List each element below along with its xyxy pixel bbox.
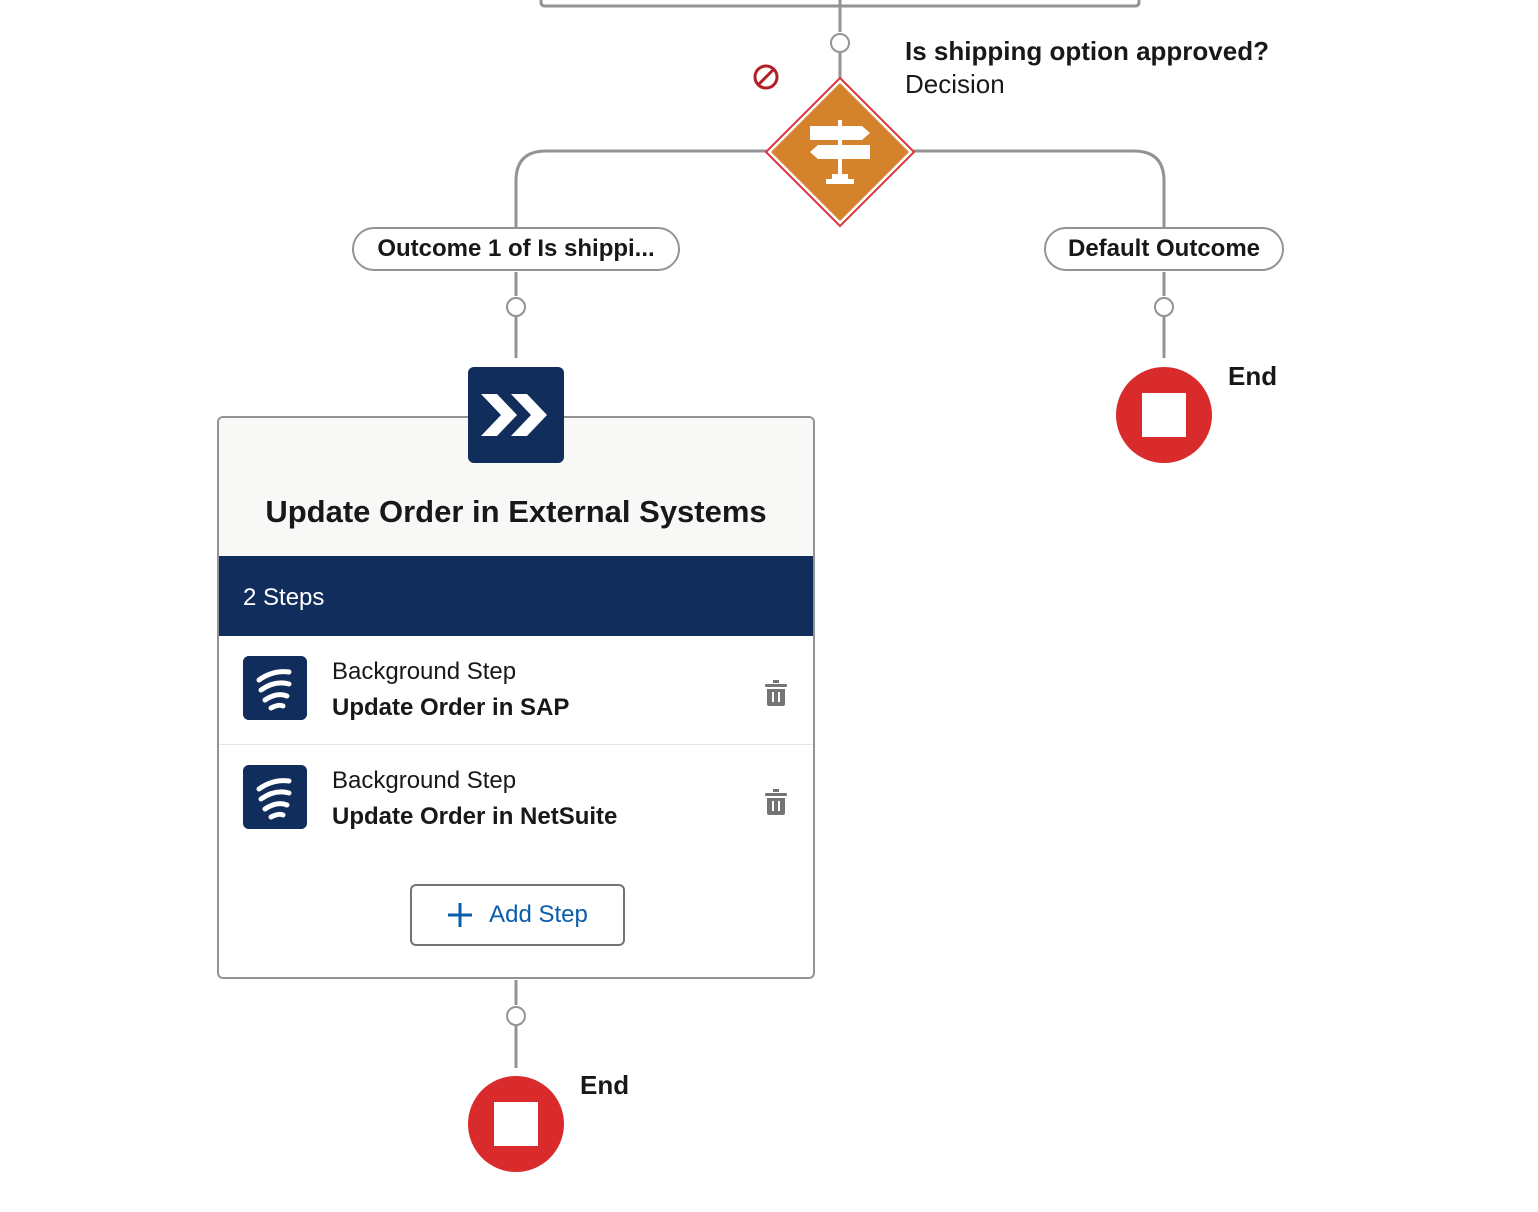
step-divider xyxy=(219,744,813,745)
prohibited-icon xyxy=(753,64,779,90)
step-type: Background Step xyxy=(332,658,517,685)
default-outcome-label: Default Outcome xyxy=(1067,235,1261,262)
step-name: Update Order in NetSuite xyxy=(332,803,618,830)
decision-node[interactable] xyxy=(764,76,916,228)
add-step-label: Add Step xyxy=(489,901,588,928)
insert-point-after-stage[interactable] xyxy=(505,1005,527,1027)
step-row[interactable]: Background Step Update Order in NetSuite xyxy=(219,745,813,853)
end-node-default[interactable] xyxy=(1116,367,1212,463)
stage-icon[interactable] xyxy=(468,367,564,463)
plus-icon xyxy=(448,903,473,927)
signpost-icon xyxy=(810,120,870,184)
end-label-default: End xyxy=(1228,361,1278,391)
trash-icon[interactable] xyxy=(765,680,787,706)
step-type: Background Step xyxy=(332,767,517,794)
add-step-button[interactable]: Add Step xyxy=(410,884,625,946)
steps-bar: 2 Steps xyxy=(219,556,813,636)
stage-card[interactable]: Update Order in External Systems 2 Steps… xyxy=(217,416,815,979)
decision-type-label: Decision xyxy=(905,69,1005,99)
decision-title: Is shipping option approved? xyxy=(905,36,1269,66)
insert-point-default-outcome[interactable] xyxy=(1153,296,1175,318)
step-row[interactable]: Background Step Update Order in SAP xyxy=(219,636,813,744)
insert-point-outcome-1[interactable] xyxy=(505,296,527,318)
stop-icon xyxy=(1142,393,1186,437)
end-node-outcome-1[interactable] xyxy=(468,1076,564,1172)
stop-icon xyxy=(494,1102,538,1146)
steps-count: 2 Steps xyxy=(243,584,325,611)
flow-icon xyxy=(243,656,307,720)
outcome-1-pill[interactable]: Outcome 1 of Is shippi... xyxy=(352,227,680,271)
step-name: Update Order in SAP xyxy=(332,694,570,721)
insert-point-top[interactable] xyxy=(829,32,851,54)
chevrons-right-icon xyxy=(481,394,547,436)
default-outcome-pill[interactable]: Default Outcome xyxy=(1044,227,1284,271)
trash-icon[interactable] xyxy=(765,789,787,815)
flow-icon xyxy=(243,765,307,829)
end-label-outcome-1: End xyxy=(580,1070,630,1100)
outcome-1-label: Outcome 1 of Is shippi... xyxy=(377,235,655,262)
stage-title: Update Order in External Systems xyxy=(265,494,767,529)
